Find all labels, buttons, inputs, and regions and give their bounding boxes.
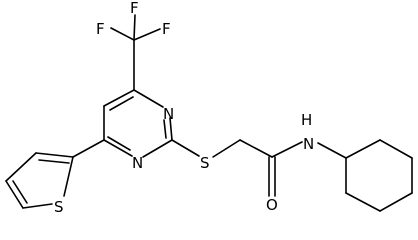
atom-label-h-amide: H	[301, 111, 312, 129]
bond-c-f3	[133, 28, 161, 41]
bond-pyrimidine-thiophene	[72, 139, 105, 158]
atom-label-f1: F	[96, 20, 105, 38]
chemical-structure-diagram: F F F N N S S H N O	[5, 0, 413, 216]
bond-cy2-cy3	[379, 139, 413, 159]
bond-t4-t5	[5, 180, 24, 209]
bond-n3-c4-double	[107, 136, 131, 151]
bond-t4-t5-double	[12, 180, 28, 204]
thiophene-ring	[5, 139, 105, 209]
trifluoromethyl-group	[110, 14, 161, 91]
bond-c2-s	[171, 139, 200, 157]
bond-c6-n1	[133, 89, 164, 108]
bond-t2-t3	[35, 152, 74, 158]
bond-c-n	[271, 141, 303, 158]
bond-s-t2	[63, 156, 74, 197]
atom-label-o-carbonyl: O	[266, 196, 278, 214]
bond-cy4-cy5	[379, 192, 413, 212]
atom-label-n-pyrimidine-bottom: N	[132, 154, 143, 172]
bond-c-f2	[133, 14, 136, 41]
bond-n3-c4	[103, 139, 133, 157]
bond-c5-c6	[103, 89, 135, 107]
bond-c-f1	[110, 27, 135, 41]
thioacetamide-chain	[171, 139, 347, 197]
atom-label-s-thioether: S	[200, 154, 210, 172]
pyrimidine-ring	[103, 89, 173, 158]
atom-label-f3: F	[162, 20, 171, 38]
bond-n-cyclohexyl	[317, 142, 347, 159]
atom-label-n-amide: N	[303, 135, 314, 153]
bond-c5-c6-double	[109, 96, 134, 111]
bond-c2-n3	[142, 139, 173, 158]
atom-label-f2: F	[130, 0, 139, 17]
bond-ch2-co	[239, 139, 273, 158]
bond-t5-s	[22, 203, 53, 209]
bond-n1-c2	[169, 117, 173, 141]
bond-s-ch2	[212, 139, 241, 158]
bond-t3-t4	[5, 152, 37, 182]
bond-cy5-cy6	[345, 192, 381, 212]
bond-cy1-cy2	[345, 139, 381, 159]
atom-label-n-pyrimidine-top: N	[163, 105, 174, 123]
cyclohexane-ring	[345, 139, 413, 212]
atom-label-s-thiophene: S	[54, 198, 64, 216]
bond-t2-t3-double	[38, 159, 70, 164]
bond-n1-c2-double	[163, 119, 167, 139]
